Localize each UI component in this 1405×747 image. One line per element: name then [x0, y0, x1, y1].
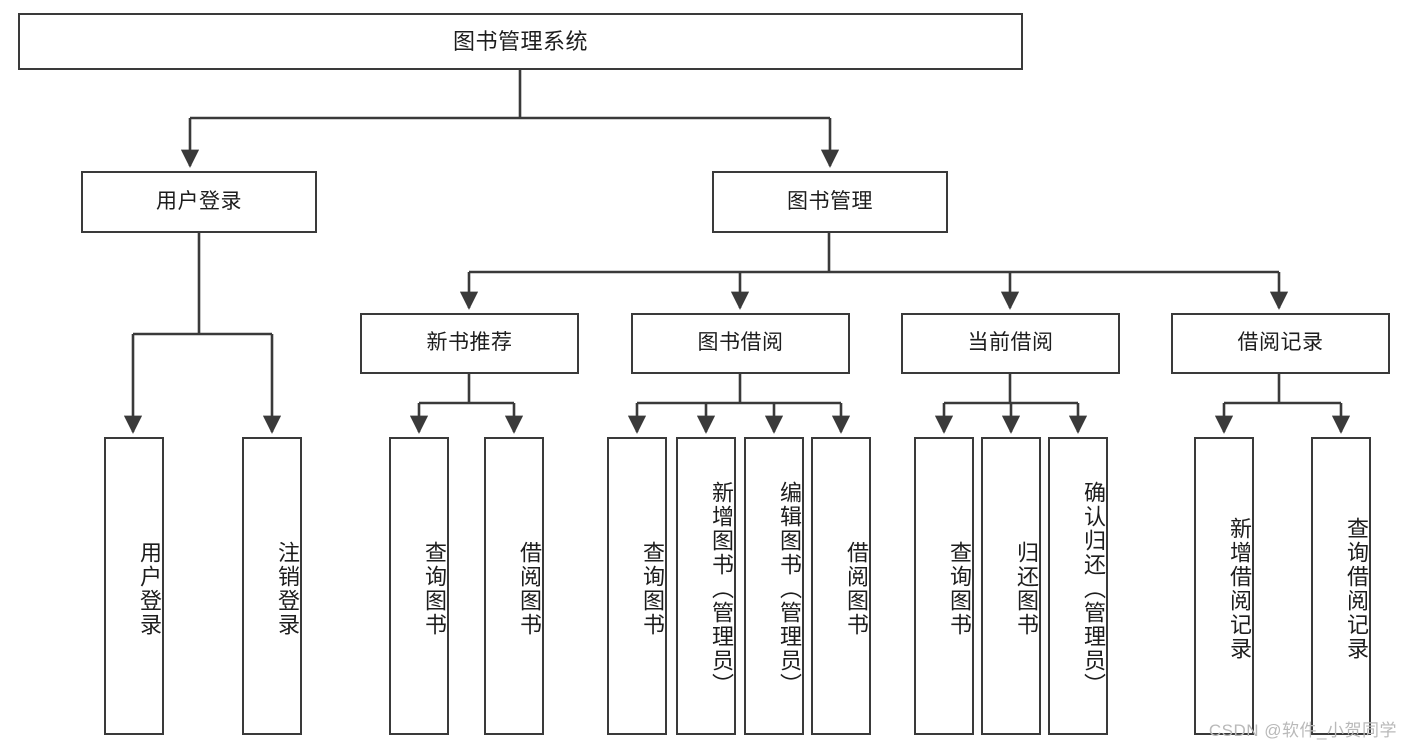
node-leaf-query-record-label: 查询借阅记录: [1344, 517, 1369, 661]
node-root[interactable]: 图书管理系统: [18, 13, 1023, 70]
node-leaf-confirm-return-label: 确认归还（管理员）: [1081, 481, 1106, 697]
node-leaf-query-book-current[interactable]: 查询图书: [914, 437, 974, 735]
node-leaf-query-record[interactable]: 查询借阅记录: [1311, 437, 1371, 735]
node-leaf-return-book-label: 归还图书: [1014, 541, 1039, 637]
node-leaf-logout-login[interactable]: 注销登录: [242, 437, 302, 735]
node-book-manage[interactable]: 图书管理: [712, 171, 948, 233]
node-borrow-record[interactable]: 借阅记录: [1171, 313, 1390, 374]
node-user-login[interactable]: 用户登录: [81, 171, 317, 233]
node-user-login-label: 用户登录: [156, 189, 242, 213]
node-current-borrow-label: 当前借阅: [967, 331, 1054, 355]
node-book-manage-label: 图书管理: [787, 189, 873, 213]
node-leaf-query-book-rec-label: 查询图书: [422, 541, 447, 637]
node-leaf-query-book-current-label: 查询图书: [947, 541, 972, 637]
node-new-book-rec-label: 新书推荐: [426, 331, 513, 355]
node-leaf-borrow-book-rec-label: 借阅图书: [517, 541, 542, 637]
node-leaf-edit-book[interactable]: 编辑图书（管理员）: [744, 437, 804, 735]
node-leaf-user-login-label: 用户登录: [137, 541, 162, 637]
node-leaf-edit-book-label: 编辑图书（管理员）: [777, 481, 802, 697]
csdn-watermark: CSDN @软件_小贺同学: [1208, 721, 1397, 740]
node-leaf-add-record[interactable]: 新增借阅记录: [1194, 437, 1254, 735]
node-leaf-query-book-borrow[interactable]: 查询图书: [607, 437, 667, 735]
node-leaf-add-record-label: 新增借阅记录: [1227, 517, 1252, 661]
node-leaf-confirm-return[interactable]: 确认归还（管理员）: [1048, 437, 1108, 735]
node-leaf-borrow-book[interactable]: 借阅图书: [811, 437, 871, 735]
node-book-borrow[interactable]: 图书借阅: [631, 313, 850, 374]
node-new-book-rec[interactable]: 新书推荐: [360, 313, 579, 374]
node-leaf-user-login[interactable]: 用户登录: [104, 437, 164, 735]
node-root-label: 图书管理系统: [452, 28, 588, 54]
node-book-borrow-label: 图书借阅: [697, 331, 784, 355]
node-leaf-logout-login-label: 注销登录: [275, 541, 300, 637]
node-leaf-add-book[interactable]: 新增图书（管理员）: [676, 437, 736, 735]
node-leaf-query-book-rec[interactable]: 查询图书: [389, 437, 449, 735]
node-leaf-borrow-book-rec[interactable]: 借阅图书: [484, 437, 544, 735]
node-leaf-return-book[interactable]: 归还图书: [981, 437, 1041, 735]
node-leaf-add-book-label: 新增图书（管理员）: [709, 481, 734, 697]
node-leaf-borrow-book-label: 借阅图书: [844, 541, 869, 637]
node-leaf-query-book-borrow-label: 查询图书: [640, 541, 665, 637]
node-borrow-record-label: 借阅记录: [1237, 331, 1324, 355]
node-current-borrow[interactable]: 当前借阅: [901, 313, 1120, 374]
